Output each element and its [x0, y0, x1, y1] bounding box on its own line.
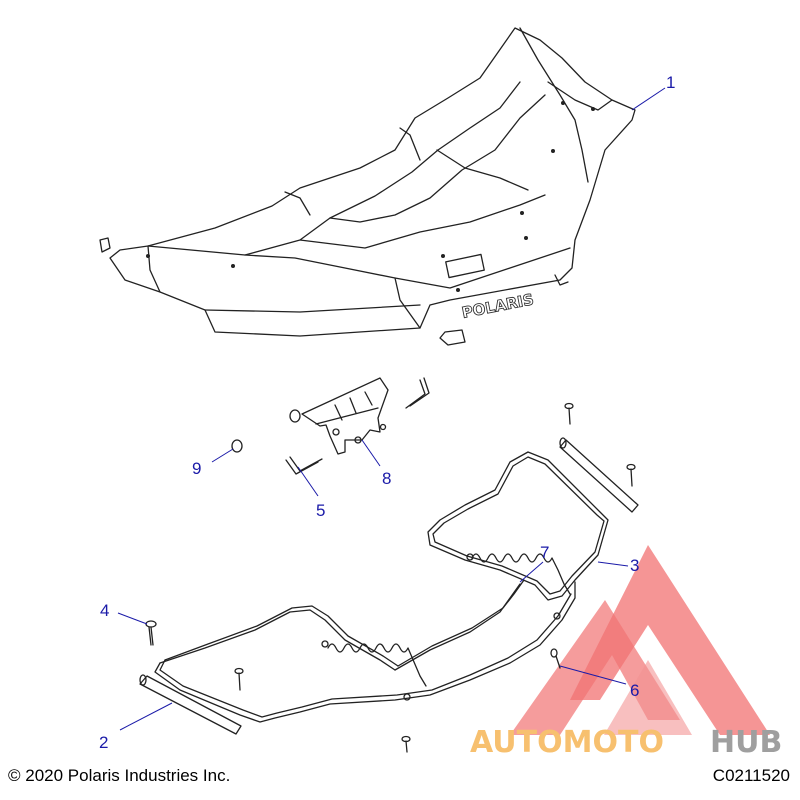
bolt-middle: [234, 667, 244, 691]
bracket-part8: [301, 377, 389, 455]
front-rack-body: POLARIS: [99, 27, 636, 346]
tube-lower-part2: [139, 674, 242, 735]
pin-upper: [405, 377, 430, 409]
callout-7: 7: [540, 543, 549, 562]
bolt-part6: [550, 648, 561, 669]
watermark-text-part2: HUB: [710, 725, 782, 760]
o-ring-part9: [231, 439, 243, 453]
callout-2: 2: [99, 733, 108, 752]
o-ring-upper: [289, 409, 301, 423]
spring-lower: [327, 643, 427, 687]
rack-frame-part3: [154, 451, 609, 723]
bolt-upper-2: [626, 463, 636, 487]
spring-upper-part7: [471, 553, 571, 595]
callout-8: 8: [382, 469, 391, 488]
bolt-part4: [145, 620, 157, 646]
callout-6: 6: [630, 681, 639, 700]
watermark-logo: AUTOMOTO HUB: [470, 545, 782, 760]
tube-upper: [559, 437, 639, 513]
copyright-text: © 2020 Polaris Industries Inc.: [8, 766, 231, 785]
callout-9: 9: [192, 459, 201, 478]
callout-1: 1: [666, 73, 675, 92]
callout-5: 5: [316, 501, 325, 520]
callout-4: 4: [100, 601, 109, 620]
drawing-code: C0211520: [712, 766, 790, 785]
bolt-bottom: [401, 735, 411, 753]
bolt-upper-1: [564, 402, 574, 425]
watermark-text-part1: AUTOMOTO: [470, 725, 664, 760]
callout-3: 3: [630, 556, 639, 575]
pin-part5: [285, 456, 323, 475]
